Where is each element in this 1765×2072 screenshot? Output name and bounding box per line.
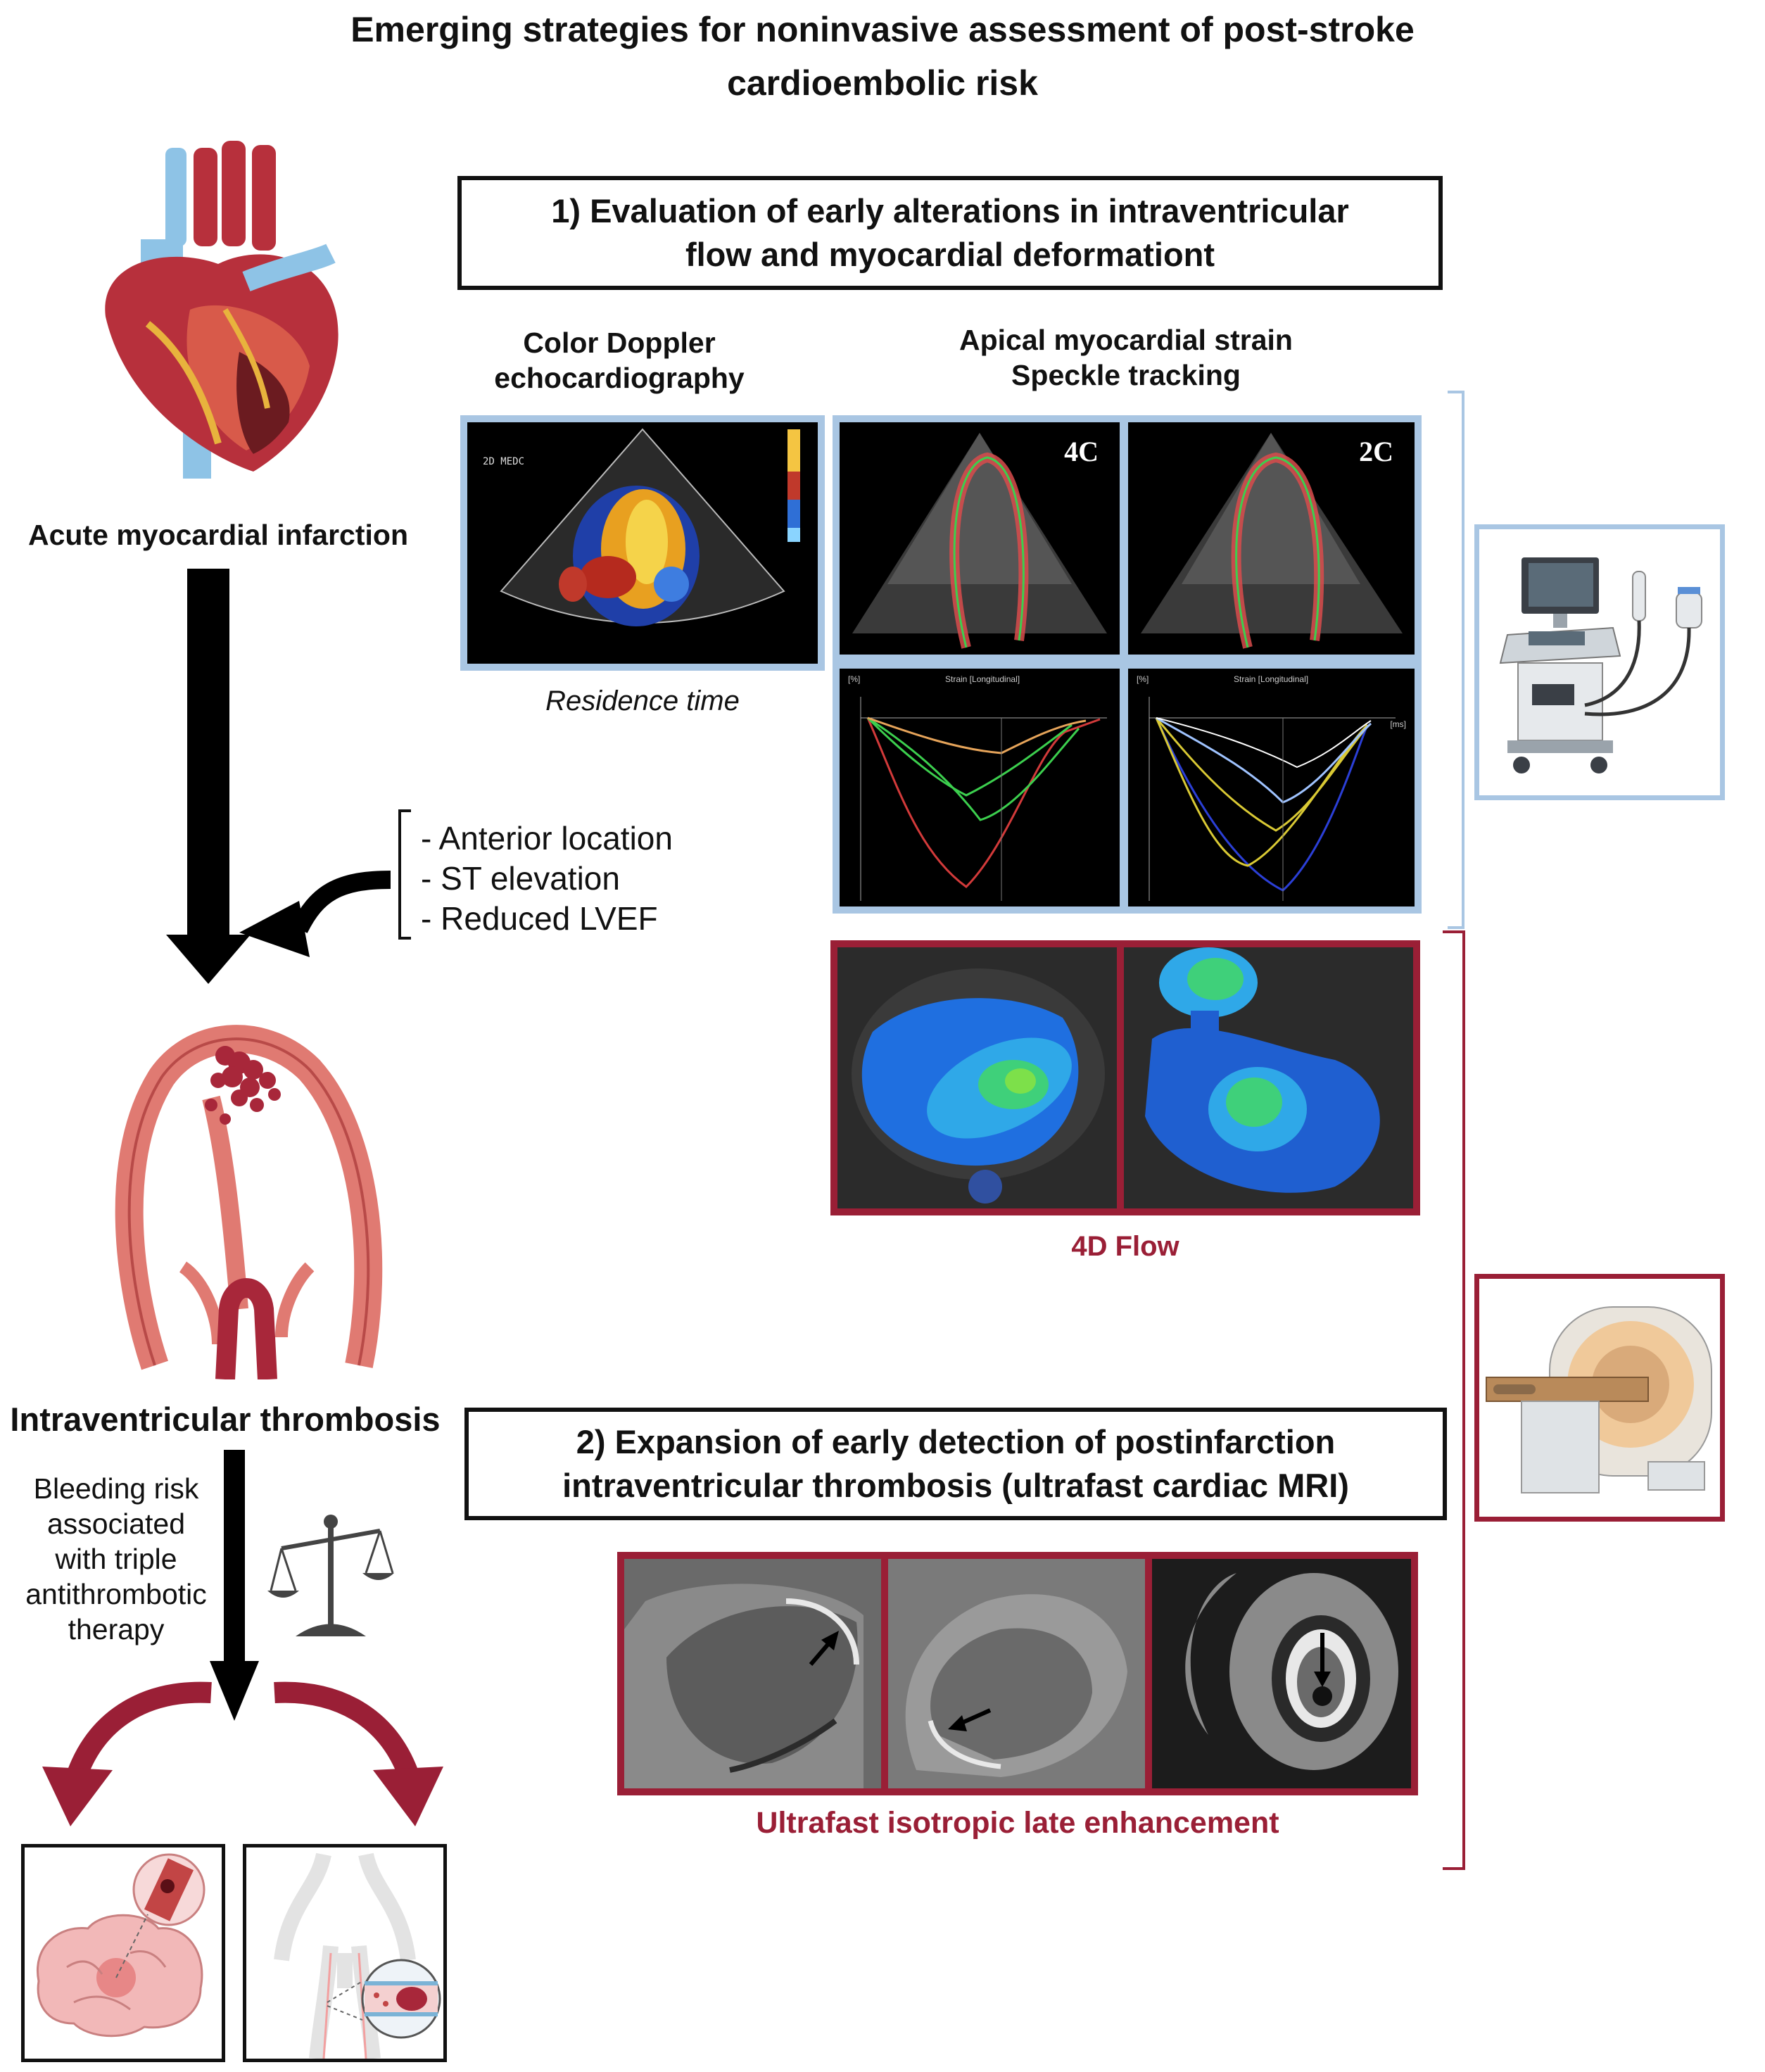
thrombosis-label: Intraventricular thrombosis	[10, 1401, 441, 1438]
view-label-4c: 4C	[1064, 436, 1099, 467]
strain-graph-4c: [%] Strain [Longitudinal]	[840, 669, 1120, 906]
lge-image-1	[624, 1559, 881, 1788]
lge-label: Ultrafast isotropic late enhancement	[756, 1806, 1279, 1840]
blue-bracket	[1446, 391, 1474, 929]
brain-stroke-box	[21, 1844, 225, 2062]
strain-echo-2c: 2C	[1128, 422, 1415, 655]
strain-unit-pct: [%]	[1137, 674, 1149, 684]
scale-icon	[267, 1506, 394, 1640]
ultrasound-machine-icon	[1499, 557, 1702, 773]
strain-frame: 4C 2C [%] Strain [Longitudinal]	[833, 415, 1422, 914]
body-icon	[274, 1852, 441, 2059]
lge-frame	[617, 1552, 1418, 1795]
flow4d-image-left	[837, 947, 1117, 1208]
doppler-overlay-text: 2D MEDC	[483, 456, 525, 467]
flow4d-image-right	[1124, 947, 1413, 1208]
doppler-frame: 2D MEDC	[460, 415, 825, 671]
residence-time-label: Residence time	[545, 686, 740, 716]
doppler-heading: Color Doppler echocardiography	[494, 327, 745, 394]
ventricle-thrombus-illustration	[99, 1013, 387, 1379]
strain-echo-4c: 4C	[840, 422, 1120, 655]
strain-graph-title: Strain [Longitudinal]	[1234, 674, 1309, 684]
lge-image-3	[1152, 1559, 1411, 1788]
down-arrow-icon	[210, 1450, 259, 1721]
strain-graph-title: Strain [Longitudinal]	[945, 674, 1020, 684]
arrow-icon	[809, 1631, 839, 1666]
split-arrows-icon	[28, 1675, 450, 1830]
curved-arrow-icon	[232, 852, 394, 957]
brain-icon	[37, 1853, 205, 2038]
doppler-image: 2D MEDC	[467, 422, 818, 664]
strain-graph-2c: [%] Strain [Longitudinal] [ms]	[1128, 669, 1415, 906]
arrow-icon	[948, 1708, 992, 1731]
mri-scanner-box	[1474, 1274, 1725, 1522]
risk-factor-item: - ST elevation	[421, 860, 620, 897]
strain-unit-ms: [ms]	[1390, 719, 1406, 729]
view-label-2c: 2C	[1359, 436, 1393, 467]
risk-factor-item: - Anterior location	[421, 820, 673, 857]
page-title: Emerging strategies for noninvasive asse…	[350, 10, 1415, 103]
red-bracket	[1441, 930, 1469, 1870]
systemic-embolism-box	[243, 1844, 447, 2062]
mri-scanner-icon	[1486, 1306, 1712, 1493]
flow4d-label: 4D Flow	[1071, 1231, 1179, 1262]
risk-factor-list: - Anterior location - ST elevation - Red…	[421, 819, 673, 939]
percent-label: 3%-10% of patients	[150, 605, 182, 868]
strain-heading: Apical myocardial strain Speckle trackin…	[959, 324, 1293, 391]
bleeding-risk-text: Bleeding risk associated with triple ant…	[25, 1472, 207, 1645]
down-arrow-icon	[166, 569, 251, 984]
arrow-icon	[1314, 1633, 1331, 1687]
strain-unit-pct: [%]	[848, 674, 861, 684]
ami-label: Acute myocardial infarction	[28, 519, 408, 551]
lge-image-2	[888, 1559, 1145, 1788]
section1-heading-box: 1) Evaluation of early alterations in in…	[457, 176, 1443, 290]
risk-factor-item: - Reduced LVEF	[421, 900, 658, 937]
section2-heading-box: 2) Expansion of early detection of posti…	[464, 1408, 1447, 1520]
bracket	[396, 809, 417, 940]
heart-illustration	[84, 141, 359, 479]
flow4d-frame	[830, 940, 1420, 1215]
ultrasound-machine-box	[1474, 524, 1725, 800]
